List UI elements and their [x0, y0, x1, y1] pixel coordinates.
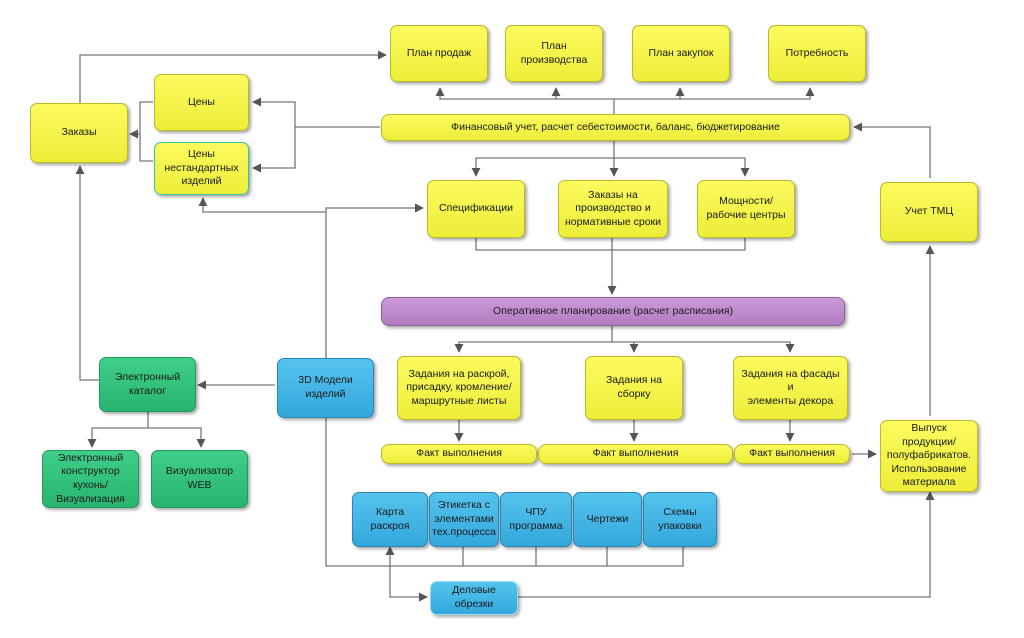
node-prices: Цены [154, 74, 249, 131]
line-planning-to-tasks [454, 326, 613, 353]
node-capacities: Мощности/ рабочие центры [697, 180, 795, 238]
line-middle-to-planning [475, 238, 746, 294]
line-prices-custom-to-orders [139, 134, 153, 162]
node-inventory: Учет ТМЦ [880, 182, 978, 242]
node-plan-purchases: План закупок [632, 25, 730, 82]
line-3d-to-prices-custom [198, 197, 326, 213]
node-facade-tasks: Задания на фасады и элементы декора [733, 356, 848, 420]
node-production-orders: Заказы на производство и нормативные сро… [558, 180, 668, 238]
node-assembly-tasks: Задания на сборку [585, 356, 683, 420]
node-web-visualizer: Визуализатор WEB [151, 450, 248, 508]
line-finance-to-plan-purchases [614, 87, 685, 100]
line-3d-to-specifications [325, 203, 424, 358]
line-finance-to-middle [471, 141, 615, 177]
line-orders-to-plan-sales [79, 50, 387, 103]
line-finance-to-prices-custom [252, 127, 296, 173]
node-labels: Этикетка с элементами тех.процесса [429, 492, 499, 547]
node-catalog: Электронный каталог [99, 357, 196, 412]
node-demand: Потребность [768, 25, 866, 82]
line-catalog-to-constructor [87, 412, 149, 448]
node-models3d: 3D Модели изделий [277, 358, 374, 418]
node-cutting-tasks: Задания на раскрой, присадку, кромление/… [397, 356, 521, 420]
node-plan-production: План производства [505, 25, 603, 82]
line-inventory-to-finance [853, 122, 931, 178]
node-offcuts: Деловые обрезки [430, 581, 518, 615]
line-planning-to-facade [634, 341, 795, 353]
node-fact-2: Факт выполнения [538, 444, 733, 464]
line-catalog-to-web [148, 427, 206, 448]
line-finance-to-capacities [614, 157, 750, 177]
line-3d-to-docs [325, 418, 684, 567]
node-plan-sales: План продаж [390, 25, 488, 82]
node-kitchen-constructor: Электронный конструктор кухонь/ Визуализ… [42, 450, 139, 508]
line-finance-to-prices [252, 97, 380, 128]
node-cnc: ЧПУ программа [500, 492, 572, 547]
node-planning: Оперативное планирование (расчет расписа… [381, 297, 845, 326]
line-offcuts-to-output [518, 491, 935, 598]
node-finance: Финансовый учет, расчет себестоимости, б… [381, 114, 850, 141]
node-packaging: Схемы упаковки [643, 492, 717, 547]
line-cutting-map-to-offcuts [389, 566, 428, 602]
node-fact-3: Факт выполнения [734, 444, 850, 464]
line-catalog-to-orders [75, 165, 148, 381]
node-orders: Заказы [30, 103, 128, 163]
line-prices-to-orders [129, 101, 153, 139]
node-fact-1: Факт выполнения [381, 444, 537, 464]
node-specifications: Спецификации [427, 180, 525, 238]
node-drawings: Чертежи [573, 492, 642, 547]
node-output: Выпуск продукции/ полуфабрикатов. Исполь… [880, 420, 978, 492]
line-planning-to-assembly [612, 341, 639, 353]
node-prices-custom: Цены нестандартных изделий [154, 142, 249, 195]
line-finance-to-demand [680, 87, 815, 100]
node-cutting-map: Карта раскроя [352, 492, 428, 547]
line-finance-to-plans [435, 87, 615, 114]
